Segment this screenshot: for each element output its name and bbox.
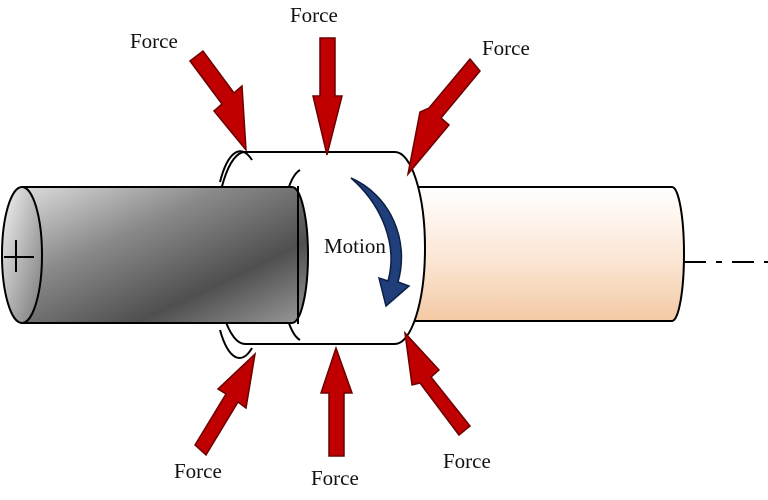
left-shaft-end-cap <box>1 186 43 324</box>
force-arrow-bottom-left <box>194 351 257 457</box>
force-label-top-left: Force <box>130 29 178 53</box>
force-arrow-bottom <box>319 345 354 457</box>
bearing-front <box>219 150 299 359</box>
force-label-bottom-right: Force <box>443 449 491 473</box>
force-arrow-top-right <box>406 57 481 177</box>
crosshair-icon <box>4 240 34 272</box>
force-arrow-top <box>312 37 343 156</box>
motion-label: Motion <box>324 234 386 258</box>
force-label-top: Force <box>290 3 338 27</box>
force-arrow-bottom-right <box>403 330 472 437</box>
left-shaft <box>1 186 309 324</box>
motion-arrow <box>350 177 411 308</box>
force-label-bottom-left: Force <box>174 459 222 483</box>
force-arrows <box>188 37 481 457</box>
force-label-top-right: Force <box>482 36 530 60</box>
right-shaft <box>399 186 768 322</box>
force-label-bottom: Force <box>311 466 359 490</box>
force-arrow-top-left <box>188 49 247 153</box>
